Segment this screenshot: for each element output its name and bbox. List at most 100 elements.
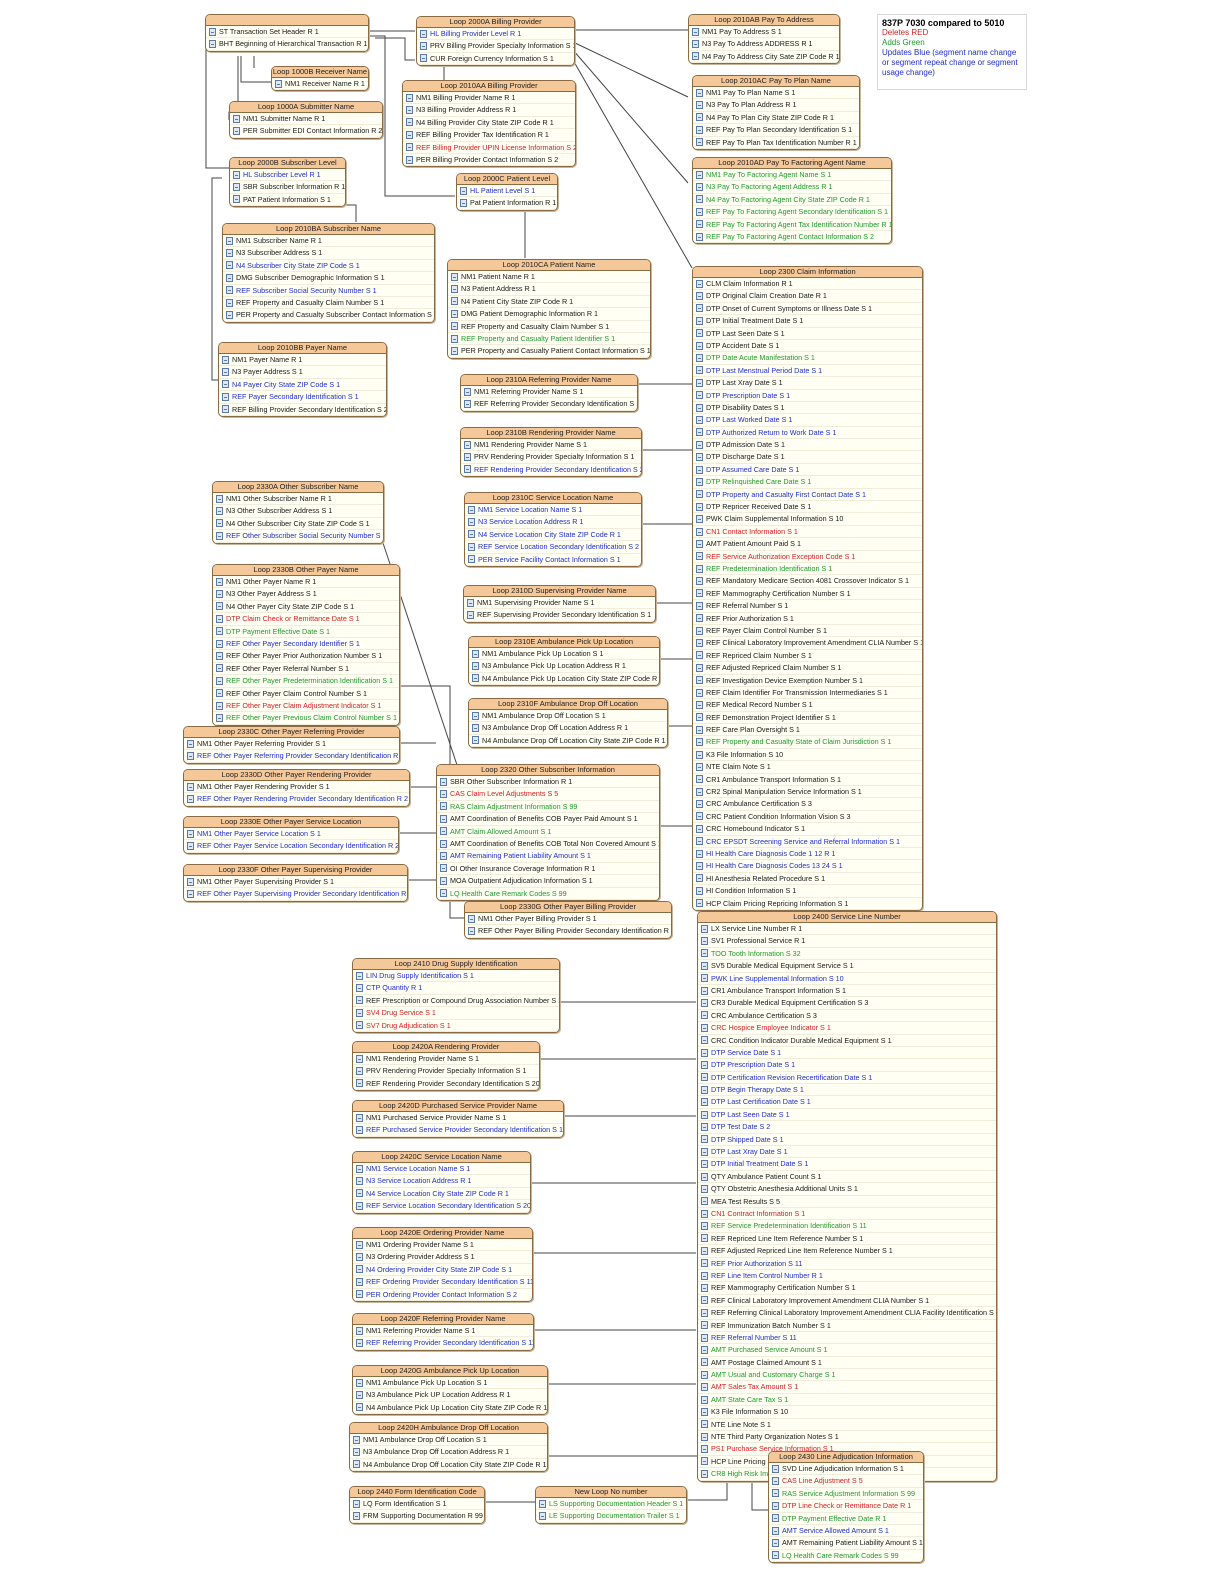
segment-icon	[696, 453, 703, 462]
segment-text: DTP Original Claim Creation Date R 1	[706, 291, 827, 301]
segment-text: REF Other Subscriber Social Security Num…	[226, 531, 383, 541]
segment-icon	[226, 249, 233, 258]
segment-icon	[696, 639, 703, 648]
segment-icon	[701, 1445, 708, 1454]
segment-text: NM1 Service Location Name S 1	[366, 1164, 471, 1173]
segment-row: NM1 Rendering Provider Name S 1	[461, 439, 641, 452]
segment-text: REF Pay To Plan Tax Identification Numbe…	[706, 137, 857, 147]
segment-text: LE Supporting Documentation Trailer S 1	[549, 1511, 680, 1521]
loop-title: Loop 2010AB Pay To Address	[689, 15, 839, 26]
segment-icon	[468, 530, 475, 539]
segment-text: AMT Usual and Customary Charge S 1	[711, 1370, 836, 1380]
segment-row: REF Other Payer Billing Provider Seconda…	[465, 925, 671, 938]
loop-title: Loop 2420E Ordering Provider Name	[353, 1228, 532, 1239]
segment-icon	[696, 849, 703, 858]
segment-text: N3 Ambulance Drop Off Location Address R…	[482, 723, 629, 733]
segment-icon	[701, 1234, 708, 1243]
segment-icon	[696, 428, 703, 437]
segment-row: N4 Ambulance Drop Off Location City Stat…	[350, 1459, 547, 1472]
segment-row: REF Immunization Batch Number S 1	[698, 1320, 996, 1332]
segment-row: REF Referral Number S 1	[693, 600, 922, 613]
segment-text: DTP Last Menstrual Period Date S 1	[706, 365, 823, 375]
segment-text: REF Other Payer Claim Adjustment Indicat…	[226, 700, 382, 710]
segment-icon	[701, 999, 708, 1008]
segment-icon	[472, 724, 479, 733]
segment-text: QTY Obstetric Anesthesia Additional Unit…	[711, 1184, 858, 1194]
segment-text: N4 Patient City State ZIP Code R 1	[461, 296, 574, 306]
segment-text: REF Medical Record Number S 1	[706, 700, 813, 710]
segment-icon	[216, 519, 223, 528]
segment-text: NM1 Referring Provider Name S 1	[474, 387, 584, 396]
segment-icon	[440, 790, 447, 799]
segment-text: DTP Service Date S 1	[711, 1047, 782, 1057]
segment-icon	[468, 914, 475, 923]
segment-row: REF Other Payer Referral Number S 1	[213, 663, 399, 676]
segment-text: DMG Subscriber Demographic Information S…	[236, 273, 385, 283]
segment-icon	[772, 1539, 779, 1548]
loop-title: Loop 2420F Referring Provider Name	[353, 1314, 533, 1325]
segment-text: REF Service Location Secondary Identific…	[366, 1201, 530, 1211]
segment-text: DTP Assumed Care Date S 1	[706, 464, 800, 474]
segment-icon	[468, 555, 475, 564]
segment-row: MOA Outpatient Adjudication Information …	[437, 875, 659, 888]
loop-title: Loop 1000B Receiver Name	[272, 67, 368, 78]
segment-row: NM1 Ambulance Pick Up Location S 1	[353, 1377, 547, 1390]
segment-icon	[692, 52, 699, 61]
segment-row: DTP Repricer Received Date S 1	[693, 501, 922, 514]
segment-text: NM1 Service Location Name S 1	[478, 505, 583, 514]
segment-icon	[216, 652, 223, 661]
connector	[572, 41, 689, 98]
segment-row: N4 Patient City State ZIP Code R 1	[448, 296, 650, 309]
segment-text: CAS Claim Level Adjustments S 5	[450, 789, 559, 799]
loop-title: Loop 2420G Ambulance Pick Up Location	[353, 1366, 547, 1377]
segment-text: NM1 Other Payer Rendering Provider S 1	[197, 782, 330, 791]
segment-row: REF Payer Claim Control Number S 1	[693, 625, 922, 638]
segment-icon	[696, 207, 703, 216]
segment-icon	[216, 676, 223, 685]
segment-row: DTP Last Menstrual Period Date S 1	[693, 365, 922, 378]
loop-title: Loop 2440 Form Identification Code	[350, 1487, 484, 1498]
segment-text: DTP Payment Effective Date S 1	[226, 626, 331, 636]
segment-icon	[356, 984, 363, 993]
segment-text: DTP Last Certification Date S 1	[711, 1097, 811, 1107]
segment-text: N4 Other Payer City State ZIP Code S 1	[226, 601, 355, 611]
segment-text: NM1 Rendering Provider Name S 1	[474, 440, 588, 449]
segment-icon	[701, 1259, 708, 1268]
segment-icon	[464, 400, 471, 409]
segment-row: NM1 Other Payer Name R 1	[213, 576, 399, 589]
segment-icon	[451, 272, 458, 281]
segment-row: REF Demonstration Project Identifier S 1	[693, 712, 922, 725]
loop-title: Loop 2420D Purchased Service Provider Na…	[353, 1101, 563, 1112]
segment-text: AMT Coordination of Benefits COB Payer P…	[450, 814, 638, 824]
segment-text: DTP Begin Therapy Date S 1	[711, 1085, 804, 1095]
segment-text: N3 Service Location Address R 1	[478, 517, 584, 527]
segment-row: N3 Ordering Provider Address S 1	[353, 1251, 532, 1264]
loop-title: Loop 2420A Rendering Provider	[353, 1042, 539, 1053]
segment-row: NM1 Pay To Plan Name S 1	[693, 87, 859, 100]
segment-icon	[356, 1326, 363, 1335]
segment-text: N4 Pay To Plan City State ZIP Code R 1	[706, 112, 834, 122]
segment-text: REF Referral Number S 1	[706, 601, 789, 611]
segment-row: NM1 Referring Provider Name S 1	[353, 1325, 533, 1338]
segment-icon	[696, 502, 703, 511]
segment-row: REF Subscriber Social Security Number S …	[223, 285, 434, 297]
segment-text: NM1 Ambulance Pick Up Location S 1	[366, 1378, 488, 1387]
segment-row: PER Billing Provider Contact Information…	[403, 154, 575, 167]
segment-text: REF Other Payer Rendering Provider Secon…	[197, 794, 408, 804]
segment-icon	[216, 701, 223, 710]
segment-icon	[187, 829, 194, 838]
segment-text: NM1 Billing Provider Name R 1	[416, 93, 516, 102]
segment-text: N4 Ambulance Pick Up Location City State…	[482, 673, 659, 683]
segment-text: REF Other Payer Referring Provider Secon…	[197, 751, 399, 761]
segment-text: DTP Discharge Date S 1	[706, 452, 785, 462]
segment-row: NM1 Pay To Address S 1	[689, 26, 839, 39]
segment-row: AMT Purchased Service Amount S 1	[698, 1344, 996, 1357]
segment-text: REF Other Payer Service Location Seconda…	[197, 841, 398, 851]
segment-row: N3 Ambulance Pick UP Location Address R …	[353, 1389, 547, 1402]
segment-text: REF Care Plan Oversight S 1	[706, 725, 800, 735]
